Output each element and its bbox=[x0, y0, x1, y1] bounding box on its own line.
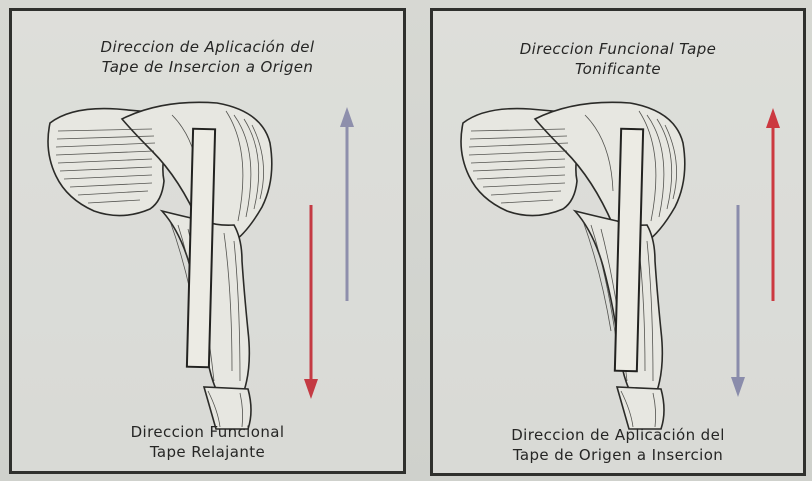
left-bottom-caption: Direccion Funcional Tape Relajante bbox=[12, 422, 403, 462]
right-panel: Direccion Funcional Tape Tonificante bbox=[430, 8, 806, 476]
caption-line: Direccion de Aplicación del bbox=[433, 425, 803, 445]
left-panel: Direccion de Aplicación del Tape de Inse… bbox=[9, 8, 406, 474]
up-arrow bbox=[766, 108, 780, 301]
down-arrow bbox=[731, 205, 745, 397]
caption-line: Direccion Funcional bbox=[12, 422, 403, 442]
right-bottom-caption: Direccion de Aplicación del Tape de Orig… bbox=[433, 425, 803, 465]
up-arrow bbox=[340, 107, 354, 301]
caption-line: Tape Relajante bbox=[12, 442, 403, 462]
down-arrow bbox=[304, 205, 318, 399]
caption-line: Tape de Origen a Insercion bbox=[433, 445, 803, 465]
right-arm-illustration bbox=[433, 11, 803, 473]
left-arm-illustration bbox=[12, 11, 403, 471]
